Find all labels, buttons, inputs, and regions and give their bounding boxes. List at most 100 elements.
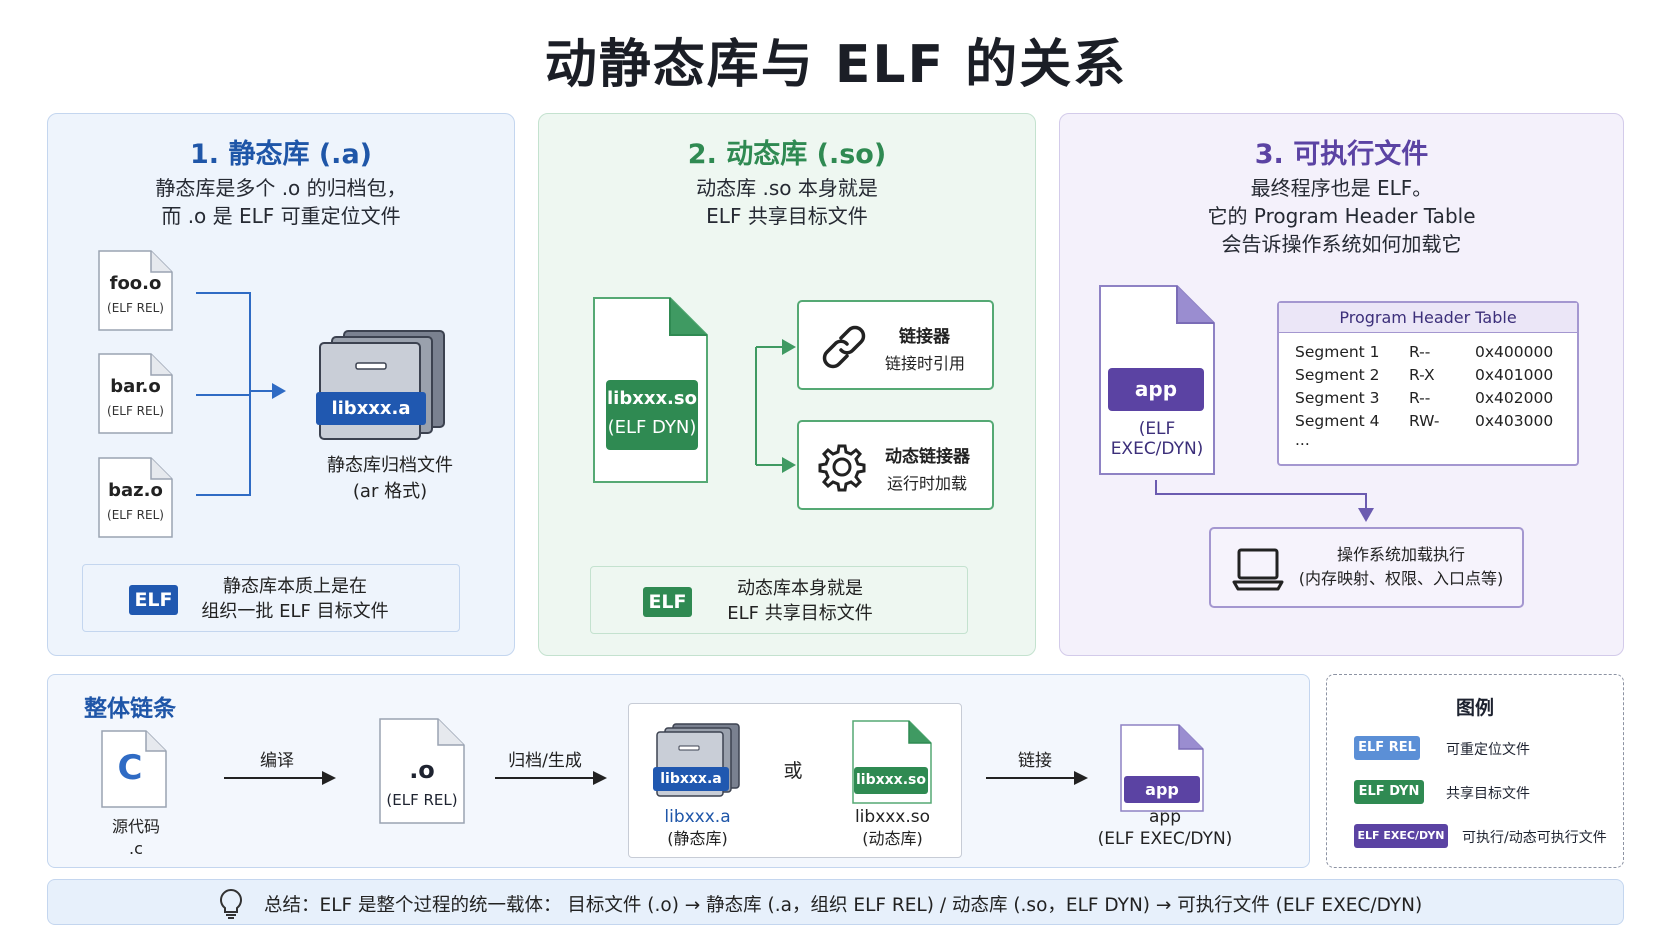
gear-icon (818, 444, 866, 492)
c-source-caption-line-1: 源代码 (111, 817, 160, 836)
lightbulb-icon (220, 888, 242, 919)
legend-title: 图例 (1455, 697, 1494, 719)
dynamic-desc-line-1: 动态库 .so 本身就是 (696, 176, 878, 200)
pht-row: Segment 3 R-- 0x402000 (1295, 389, 1575, 411)
or-label: 或 (783, 760, 803, 782)
pht-more: ... (1295, 431, 1310, 449)
exec-desc-line-2: 它的 Program Header Table (1207, 204, 1476, 228)
app-executable-caption: app (ELF EXEC/DYN) (1090, 806, 1240, 850)
segment-name: Segment 1 (1295, 343, 1380, 361)
dynamic-panel-desc: 动态库 .so 本身就是 ELF 共享目标文件 (539, 174, 1035, 230)
static-note-text: 静态库本质上是在 组织一批 ELF 目标文件 (195, 574, 395, 624)
legend-text-dyn: 共享目标文件 (1446, 786, 1530, 802)
summary-text: 总结：ELF 是整个过程的统一载体： 目标文件 (.o) → 静态库 (.a，组… (264, 895, 1423, 916)
dynamic-linker-title: 动态链接器 (885, 447, 970, 467)
c-source-file-icon (101, 730, 167, 808)
load-arrow (1155, 480, 1374, 522)
app-executable-caption-line-1: app (1149, 807, 1181, 827)
pht-row: Segment 2 R-X 0x401000 (1295, 366, 1575, 388)
static-desc-line-2: 而 .o 是 ELF 可重定位文件 (161, 204, 401, 228)
legend-tag-dyn: ELF DYN (1354, 780, 1424, 804)
object-file-icon (379, 718, 465, 824)
summary-bar: 总结：ELF 是整个过程的统一载体： 目标文件 (.o) → 静态库 (.a，组… (47, 879, 1624, 925)
c-source-letter: C (117, 748, 143, 788)
app-executable-label: app (1124, 776, 1200, 803)
exec-panel-title: 3. 可执行文件 (1254, 139, 1429, 170)
static-note-line-2: 组织一批 ELF 目标文件 (201, 601, 389, 622)
shared-library-caption-line-1: libxxx.so (854, 807, 931, 827)
shared-library-caption-line-2: (动态库) (862, 829, 923, 848)
os-loader-text: 操作系统加载执行 (内存映射、权限、入口点等) (1291, 543, 1511, 591)
program-header-table: Program Header Table Segment 1 R-- 0x400… (1277, 301, 1579, 466)
pht-row: Segment 4 RW- 0x403000 (1295, 412, 1575, 434)
dynamic-note-line-2: ELF 共享目标文件 (727, 603, 873, 624)
link-step-label: 链接 (1018, 751, 1052, 771)
segment-perm: R-- (1409, 389, 1431, 407)
static-desc-line-1: 静态库是多个 .o 的归档包， (155, 176, 407, 200)
so-file-name: libxxx.so (607, 388, 697, 409)
exec-desc-line-1: 最终程序也是 ELF。 (1250, 176, 1433, 200)
file-icon (98, 457, 173, 538)
linker-subtitle: 链接时引用 (885, 354, 966, 373)
linker-box: 链接器 链接时引用 (797, 300, 994, 390)
static-library-caption-line-2: (静态库) (667, 829, 728, 848)
static-panel-title: 1. 静态库 (.a) (190, 139, 372, 170)
os-loader-line-2: (内存映射、权限、入口点等) (1298, 569, 1504, 588)
exec-panel-desc: 最终程序也是 ELF。 它的 Program Header Table 会告诉操… (1060, 174, 1623, 258)
bar-file-name: bar.o (110, 376, 161, 397)
foo-file-name: foo.o (109, 273, 162, 294)
dynamic-panel-title: 2. 动态库 (.so) (687, 139, 887, 170)
chain-title: 整体链条 (84, 696, 176, 722)
segment-name: Segment 2 (1295, 366, 1380, 384)
archive-box-icon (319, 330, 445, 440)
baz-object-file: baz.o (ELF REL) (97, 456, 174, 539)
exec-desc-line-3: 会告诉操作系统如何加载它 (1221, 232, 1462, 256)
baz-file-name: baz.o (108, 480, 163, 501)
pht-row: Segment 1 R-- 0x400000 (1295, 343, 1575, 365)
computer-icon (1232, 548, 1284, 591)
archive-label: libxxx.a (316, 392, 426, 425)
app-type: (ELF EXEC/DYN) (1110, 419, 1204, 459)
os-loader-line-1: 操作系统加载执行 (1336, 545, 1465, 564)
bar-object-file: bar.o (ELF REL) (97, 352, 174, 435)
dynamic-desc-line-2: ELF 共享目标文件 (706, 204, 868, 228)
segment-name: Segment 3 (1295, 389, 1380, 407)
archive-caption: 静态库归档文件 (ar 格式) (300, 453, 480, 505)
baz-file-type: (ELF REL) (107, 508, 164, 522)
segment-perm: R-- (1409, 343, 1431, 361)
static-library-caption: libxxx.a (静态库) (640, 806, 755, 850)
compile-arrow (224, 771, 336, 785)
segment-addr: 0x402000 (1475, 389, 1554, 407)
shared-library-caption: libxxx.so (动态库) (835, 806, 950, 850)
compile-step-label: 编译 (260, 751, 294, 771)
bar-file-type: (ELF REL) (107, 404, 164, 418)
dynamic-linker-box: 动态链接器 运行时加载 (797, 420, 994, 510)
static-library-caption-line-1: libxxx.a (664, 807, 731, 827)
c-source-caption: 源代码 .c (96, 816, 176, 860)
segment-perm: RW- (1409, 412, 1440, 430)
segment-addr: 0x400000 (1475, 343, 1554, 361)
foo-file-type: (ELF REL) (107, 301, 164, 315)
so-file-label-box: libxxx.so (ELF DYN) (606, 380, 698, 450)
link-arrow (986, 771, 1088, 785)
app-executable-caption-line-2: (ELF EXEC/DYN) (1097, 829, 1233, 849)
c-source-caption-line-2: .c (129, 839, 143, 858)
archive-caption-line-2: (ar 格式) (352, 481, 428, 502)
foo-object-file: foo.o (ELF REL) (97, 249, 174, 332)
archive-connector-arrows (196, 292, 286, 496)
so-file-type: (ELF DYN) (607, 417, 697, 438)
chain-link-icon (822, 325, 866, 369)
archive-arrow (495, 771, 607, 785)
dynamic-elf-badge: ELF (643, 587, 692, 617)
app-label: app (1108, 368, 1204, 411)
page-title: 动静态库与 ELF 的关系 (544, 35, 1128, 95)
legend-text-exec: 可执行/动态可执行文件 (1462, 830, 1607, 846)
static-elf-badge: ELF (129, 585, 178, 615)
dynamic-note-line-1: 动态库本身就是 (737, 578, 863, 599)
legend-tag-rel: ELF REL (1354, 736, 1420, 760)
dynamic-note-text: 动态库本身就是 ELF 共享目标文件 (705, 576, 895, 626)
object-file-name: .o (409, 756, 435, 784)
archive-step-label: 归档/生成 (508, 751, 582, 771)
static-note-line-1: 静态库本质上是在 (223, 576, 367, 597)
legend-tag-exec: ELF EXEC/DYN (1354, 824, 1448, 848)
